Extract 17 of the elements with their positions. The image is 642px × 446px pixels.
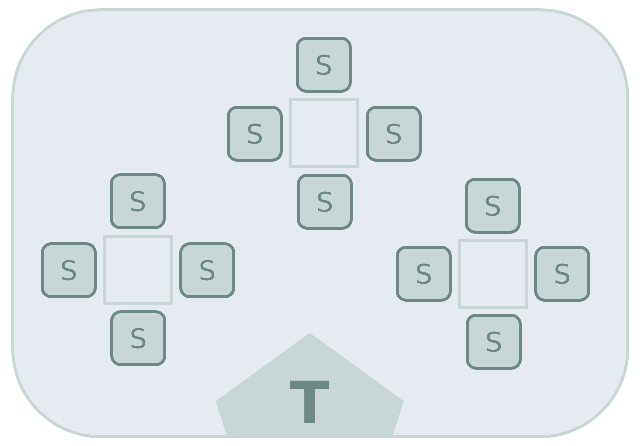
seat-box: S — [41, 242, 97, 298]
seat-box: S — [227, 106, 283, 162]
seat-box: S — [534, 246, 590, 302]
seat-box: S — [366, 106, 422, 162]
seat-box: S — [110, 174, 166, 230]
seat-box: S — [180, 242, 236, 298]
pentagon: T — [216, 332, 404, 436]
table-square — [458, 238, 528, 309]
table-square — [103, 236, 173, 306]
seat-box: S — [465, 178, 521, 234]
table-square — [289, 98, 359, 168]
seat-box: S — [466, 314, 522, 370]
seat-box: S — [110, 310, 166, 366]
node-label: T — [290, 380, 330, 424]
seat-box: S — [396, 246, 452, 302]
seat-box: S — [297, 174, 353, 230]
seat-box: S — [296, 37, 352, 93]
